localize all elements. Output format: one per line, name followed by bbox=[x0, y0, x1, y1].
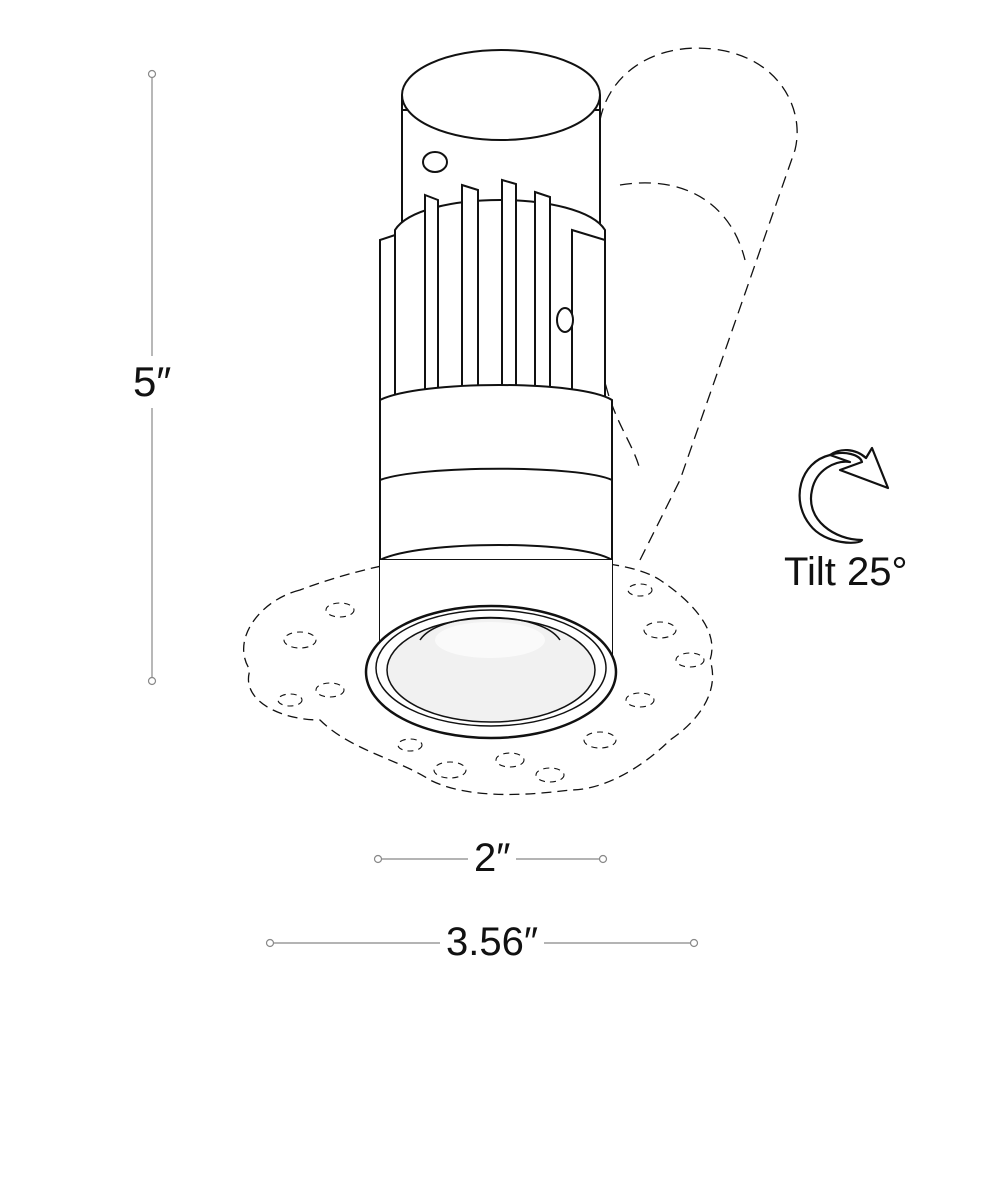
tilt-label: Tilt 25° bbox=[784, 550, 908, 595]
ceiling-cutout-outline bbox=[243, 553, 714, 796]
fixture-body bbox=[379, 49, 613, 660]
tilted-position-outline bbox=[419, 47, 798, 561]
height-dimension-label: 5″ bbox=[133, 356, 172, 408]
trim-ring bbox=[364, 604, 618, 740]
set-screw bbox=[422, 151, 448, 173]
outer-diameter-label: 3.56″ bbox=[440, 920, 545, 965]
rotate-arrow-icon bbox=[798, 446, 890, 544]
ceiling-texture bbox=[277, 557, 705, 783]
inner-diameter-label: 2″ bbox=[468, 836, 517, 881]
